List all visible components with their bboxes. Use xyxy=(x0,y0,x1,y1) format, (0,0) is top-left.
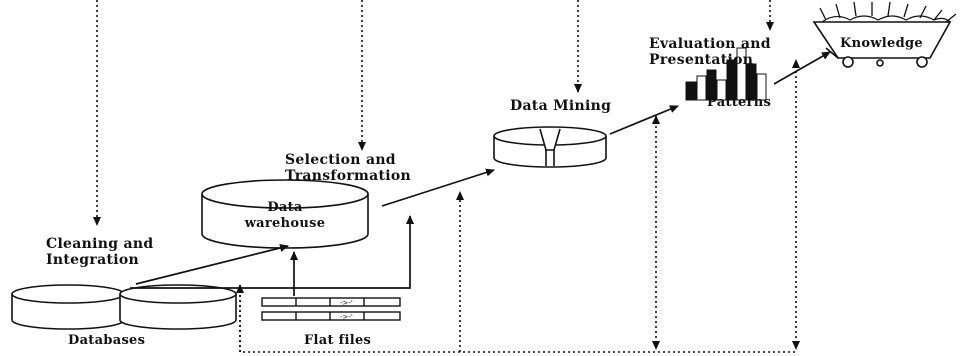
arrow-db-to-warehouse xyxy=(136,246,288,284)
label-selection-line2: Transformation xyxy=(285,168,411,184)
arrow-patterns-to-knowledge xyxy=(774,52,830,84)
label-databases: Databases xyxy=(68,333,145,349)
label-data-warehouse: Data warehouse xyxy=(232,200,338,232)
data-mining-icon xyxy=(494,127,606,167)
label-evaluation-line2: Presentation xyxy=(649,52,771,68)
databases-cylinders xyxy=(12,285,236,329)
knowledge-cart-icon xyxy=(814,2,956,67)
label-evaluation-presentation: Evaluation and Presentation xyxy=(649,36,771,68)
label-warehouse-line2: warehouse xyxy=(232,216,338,232)
label-cleaning-integration: Cleaning and Integration xyxy=(46,236,153,268)
label-warehouse-line1: Data xyxy=(232,200,338,216)
svg-text:->-': ->-' xyxy=(340,299,353,307)
arrow-mining-to-patterns xyxy=(610,106,678,134)
label-knowledge: Knowledge xyxy=(840,36,923,52)
label-cleaning-line2: Integration xyxy=(46,252,153,268)
svg-text:->-': ->-' xyxy=(340,313,353,321)
label-patterns: Patterns xyxy=(707,95,771,111)
feedback-dotted-lines-top xyxy=(97,0,770,225)
label-selection-transformation: Selection and Transformation xyxy=(285,152,411,184)
label-selection-line1: Selection and xyxy=(285,152,411,168)
label-evaluation-line1: Evaluation and xyxy=(649,36,771,52)
flat-files-icon: ->-' ->-' xyxy=(262,298,400,321)
label-data-mining: Data Mining xyxy=(510,98,611,114)
label-cleaning-line1: Cleaning and xyxy=(46,236,153,252)
label-flat-files: Flat files xyxy=(304,333,371,349)
